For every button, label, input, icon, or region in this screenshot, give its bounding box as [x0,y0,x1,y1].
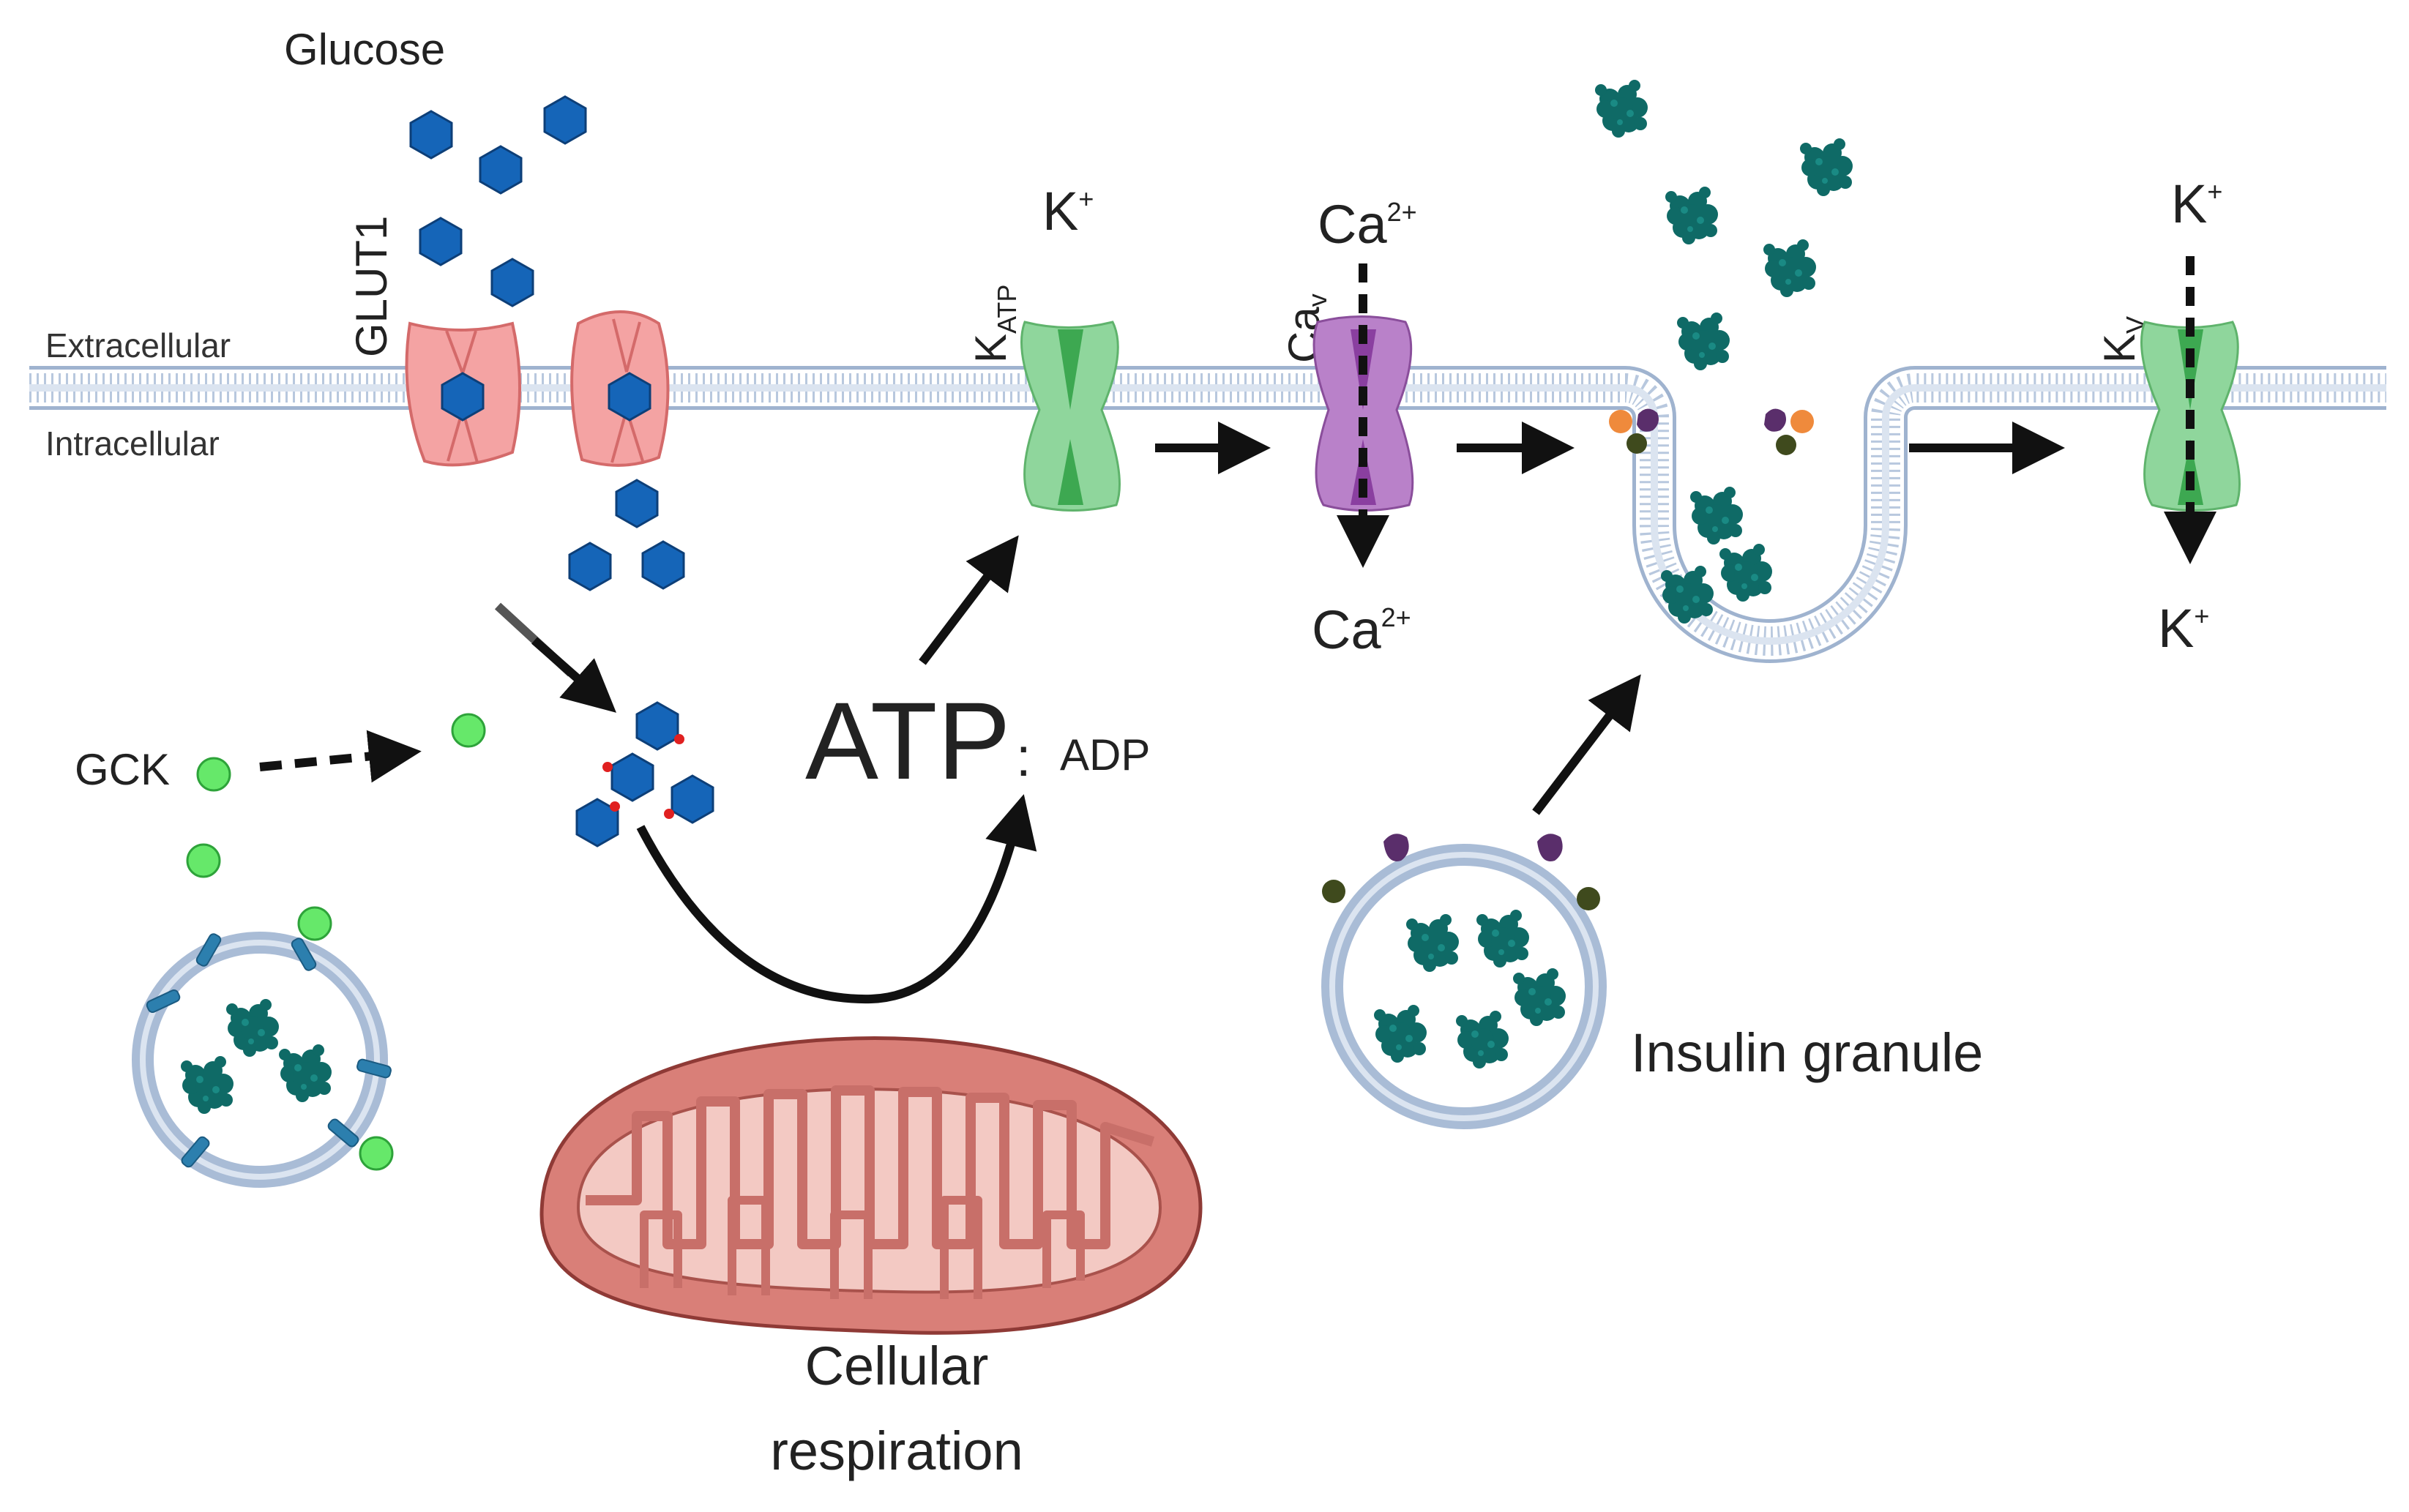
plasma-membrane [29,366,2386,663]
glut1-transporter [405,310,670,467]
extracellular-label: Extracellular [45,326,231,364]
glut1-label: GLUT1 [347,216,396,357]
insulin-icon [1595,80,1648,138]
atp-label: ATP [805,679,1011,802]
glucose-icon [615,479,659,528]
gck-dashed-arrow [259,730,422,783]
gck-label: GCK [75,745,170,794]
metabolism-arrow [636,794,1037,1004]
insulin-granule [1321,834,1607,1129]
phosphate-dot [674,734,684,744]
ca-bottom-label: Ca2+ [1312,599,1411,660]
glucose-icon [409,110,453,160]
intracellular-glucose-group [568,479,685,591]
k-atp-label: KATP [966,285,1022,363]
insulin-granule-label: Insulin granule [1631,1022,1983,1083]
gck-molecule-icon [186,843,221,878]
glucose-icon [543,95,587,145]
glucose-6-phosphate-group [575,701,714,847]
insulin-icon [1719,544,1772,602]
gck-molecule-icon [196,757,231,792]
mitochondrion-icon [539,1036,1203,1335]
ca-top-label: Ca2+ [1318,194,1417,255]
glucose-icon [671,774,714,824]
insulin-icon [1763,239,1816,297]
docking-proteins-right [1764,408,1814,455]
insulin-icon [1800,138,1853,196]
gck-molecule-icon [297,906,332,941]
respiration-label: respiration [770,1421,1023,1481]
phosphate-dot [664,809,674,819]
k-v-top-label: K+ [2171,173,2222,234]
glucose-icon [441,372,485,422]
gck-molecule-icon [359,1136,394,1171]
insulin-icon [1677,312,1730,370]
glucose-icon [568,542,612,591]
uptake-arrow [531,637,616,713]
ratio-colon: : [1016,727,1031,787]
released-insulin-group [1595,80,1853,370]
docking-proteins-left [1609,408,1659,454]
granule-to-membrane-arrow [1532,674,1641,815]
k-atp-channel [1020,321,1121,512]
insulin-icon [1665,187,1718,244]
glucose-icon [608,372,651,422]
glucose-label: Glucose [284,25,445,74]
adp-label: ADP [1060,730,1150,779]
insulin-icon [1690,487,1743,544]
extracellular-glucose-group [409,95,587,307]
glucose-icon [610,752,654,802]
k-plus-top-label: K+ [1042,181,1094,242]
glucose-icon [479,145,523,195]
phosphate-dot [610,801,620,812]
phosphate-dot [602,762,613,772]
gck-vesicle [132,906,394,1188]
glucose-icon [635,701,679,751]
k-v-bottom-label: K+ [2158,598,2209,659]
cellular-label: Cellular [805,1336,989,1396]
glucose-icon [490,258,534,307]
intracellular-label: Intracellular [45,424,220,463]
atp-to-katp-arrow [919,535,1019,665]
glucose-icon [419,217,463,266]
glucose-icon [641,540,685,590]
gck-molecule-icon [451,713,486,748]
